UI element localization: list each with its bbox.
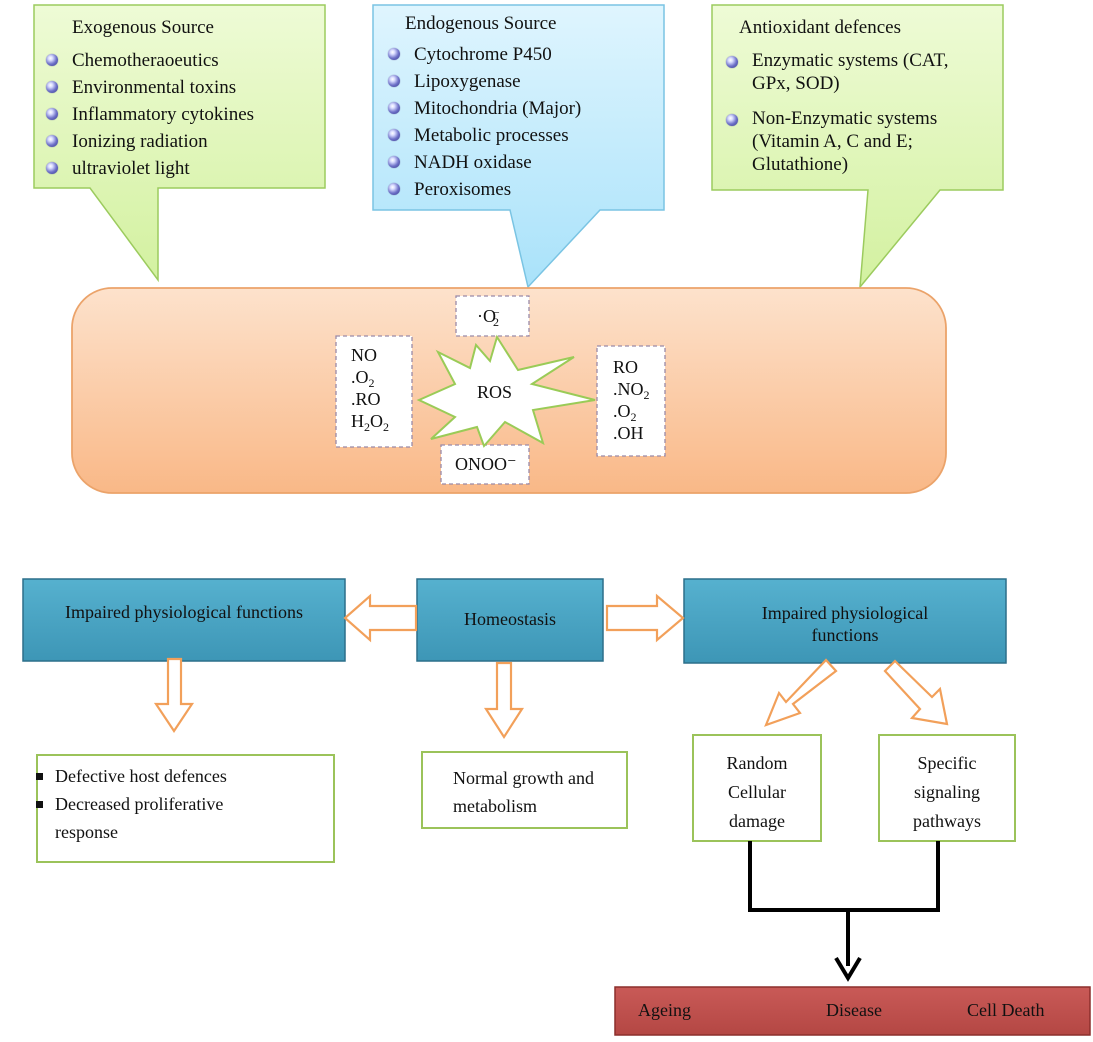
list-item: Environmental toxins bbox=[46, 74, 316, 101]
list-item: NADH oxidase bbox=[388, 149, 658, 176]
species-box-bottom bbox=[440, 444, 530, 485]
bullet-icon bbox=[388, 129, 400, 141]
impaired-functions-right-box bbox=[683, 578, 1007, 664]
arrow-left bbox=[343, 593, 418, 643]
endogenous-list: Cytochrome P450 Lipoxygenase Mitochondri… bbox=[388, 41, 658, 203]
list-item: Mitochondria (Major) bbox=[388, 95, 658, 122]
list-item: Peroxisomes bbox=[388, 176, 658, 203]
list-item: Non-Enzymatic systems (Vitamin A, C and … bbox=[726, 107, 986, 176]
random-damage-box bbox=[692, 734, 822, 842]
bullet-icon bbox=[726, 56, 738, 68]
bullet-icon bbox=[388, 156, 400, 168]
list-item: Enzymatic systems (CAT, GPx, SOD) bbox=[726, 49, 986, 95]
left-outcome-box bbox=[36, 754, 335, 863]
arrow-down-left bbox=[153, 657, 195, 733]
square-bullet-icon bbox=[36, 773, 43, 780]
arrow-diag-left bbox=[764, 658, 838, 727]
final-outcome-bar bbox=[614, 986, 1091, 1036]
bullet-icon bbox=[46, 135, 58, 147]
outcome-cell-death: Cell Death bbox=[967, 1000, 1045, 1020]
list-item: ultraviolet light bbox=[46, 155, 316, 182]
left-outcome-list: Defective host defences Decreased prolif… bbox=[36, 762, 326, 846]
arrow-down-center bbox=[483, 661, 525, 740]
species-bottom-text: ONOO⁻ bbox=[455, 454, 517, 474]
bullet-icon bbox=[388, 75, 400, 87]
merge-connector bbox=[748, 841, 940, 966]
bullet-icon bbox=[388, 183, 400, 195]
homeostasis-label: Homeostasis bbox=[464, 609, 556, 629]
species-top-text: ·O2– bbox=[477, 304, 499, 329]
list-item: Cytochrome P450 bbox=[388, 41, 658, 68]
center-outcome-label: Normal growth and metabolism bbox=[453, 768, 594, 816]
ros-starburst bbox=[416, 334, 596, 448]
exogenous-list: Chemotheraoeutics Environmental toxins I… bbox=[46, 47, 316, 182]
homeostasis-box bbox=[416, 578, 604, 662]
list-item: Ionizing radiation bbox=[46, 128, 316, 155]
antioxidant-callout bbox=[711, 4, 1004, 290]
center-outcome-box bbox=[421, 751, 628, 829]
list-item: Chemotheraoeutics bbox=[46, 47, 316, 74]
bullet-icon bbox=[46, 108, 58, 120]
impaired-right-label: Impaired physiological functions bbox=[761, 603, 929, 645]
species-box-left bbox=[335, 335, 413, 448]
square-bullet-icon bbox=[36, 801, 43, 808]
species-box-right bbox=[596, 345, 666, 457]
exogenous-title: Exogenous Source bbox=[72, 17, 214, 38]
bullet-icon bbox=[46, 162, 58, 174]
list-item: Lipoxygenase bbox=[388, 68, 658, 95]
antioxidant-title: Antioxidant defences bbox=[739, 17, 901, 38]
list-item: Inflammatory cytokines bbox=[46, 101, 316, 128]
species-right-text: RO .NO2 .O2 .OH bbox=[613, 357, 650, 443]
bullet-icon bbox=[388, 102, 400, 114]
endogenous-callout bbox=[372, 4, 665, 289]
outcome-disease: Disease bbox=[826, 1000, 882, 1020]
impaired-left-label: Impaired physiological functions bbox=[65, 602, 303, 622]
list-item: Metabolic processes bbox=[388, 122, 658, 149]
signaling-label: Specific signaling pathways bbox=[913, 753, 981, 831]
endogenous-title: Endogenous Source bbox=[405, 13, 557, 34]
random-damage-label: Random Cellular damage bbox=[726, 753, 788, 831]
merge-arrowhead bbox=[834, 956, 862, 982]
antioxidant-list: Enzymatic systems (CAT, GPx, SOD) Non-En… bbox=[726, 49, 986, 176]
list-item: Defective host defences bbox=[36, 762, 326, 790]
arrow-right bbox=[605, 593, 685, 643]
bullet-icon bbox=[726, 114, 738, 126]
bullet-icon bbox=[46, 81, 58, 93]
outcome-ageing: Ageing bbox=[638, 1000, 691, 1020]
species-left-text: NO .O2 .RO H2O2 bbox=[351, 345, 389, 434]
signaling-box bbox=[878, 734, 1016, 842]
bullet-icon bbox=[46, 54, 58, 66]
ros-label: ROS bbox=[477, 382, 513, 402]
exogenous-callout bbox=[33, 4, 326, 283]
impaired-functions-left-box bbox=[22, 578, 346, 662]
species-box-top bbox=[455, 295, 530, 337]
bullet-icon bbox=[388, 48, 400, 60]
list-item: Decreased proliferative response bbox=[36, 790, 326, 846]
arrow-diag-right bbox=[883, 659, 949, 726]
